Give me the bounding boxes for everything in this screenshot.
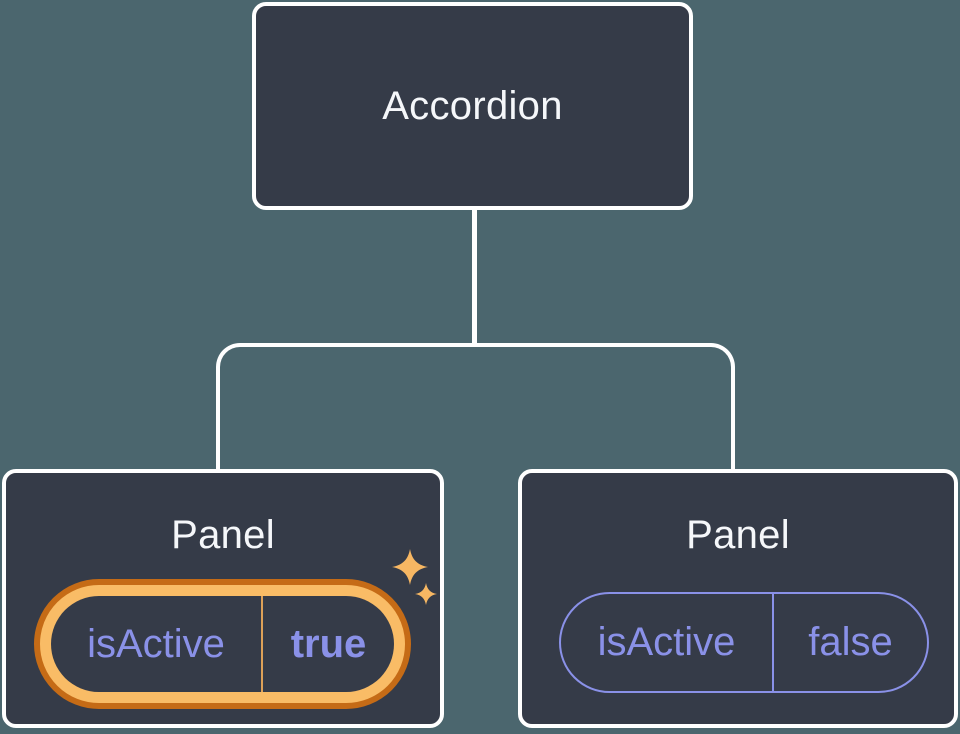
state-pill-highlighted: isActive true [34, 579, 411, 709]
panel-node-inactive-label: Panel [686, 513, 790, 557]
connector-root-stem [472, 207, 477, 347]
sparkle-icon [415, 583, 437, 605]
accordion-node: Accordion [252, 2, 693, 210]
state-prop-name: isActive [597, 620, 736, 664]
state-prop-value: false [772, 594, 927, 691]
state-prop-name: isActive [87, 621, 225, 666]
state-pill-highlighted-inner: isActive true [51, 596, 394, 692]
panel-node-active-label: Panel [171, 513, 275, 557]
accordion-node-label: Accordion [382, 83, 563, 128]
state-prop-value: true [261, 596, 394, 692]
sparkle-icon [392, 549, 428, 585]
connector-branch [216, 343, 735, 471]
panel-node-active: Panel isActive true [2, 469, 444, 728]
panel-node-inactive: Panel isActive false [518, 469, 958, 728]
state-pill: isActive false [559, 592, 929, 693]
